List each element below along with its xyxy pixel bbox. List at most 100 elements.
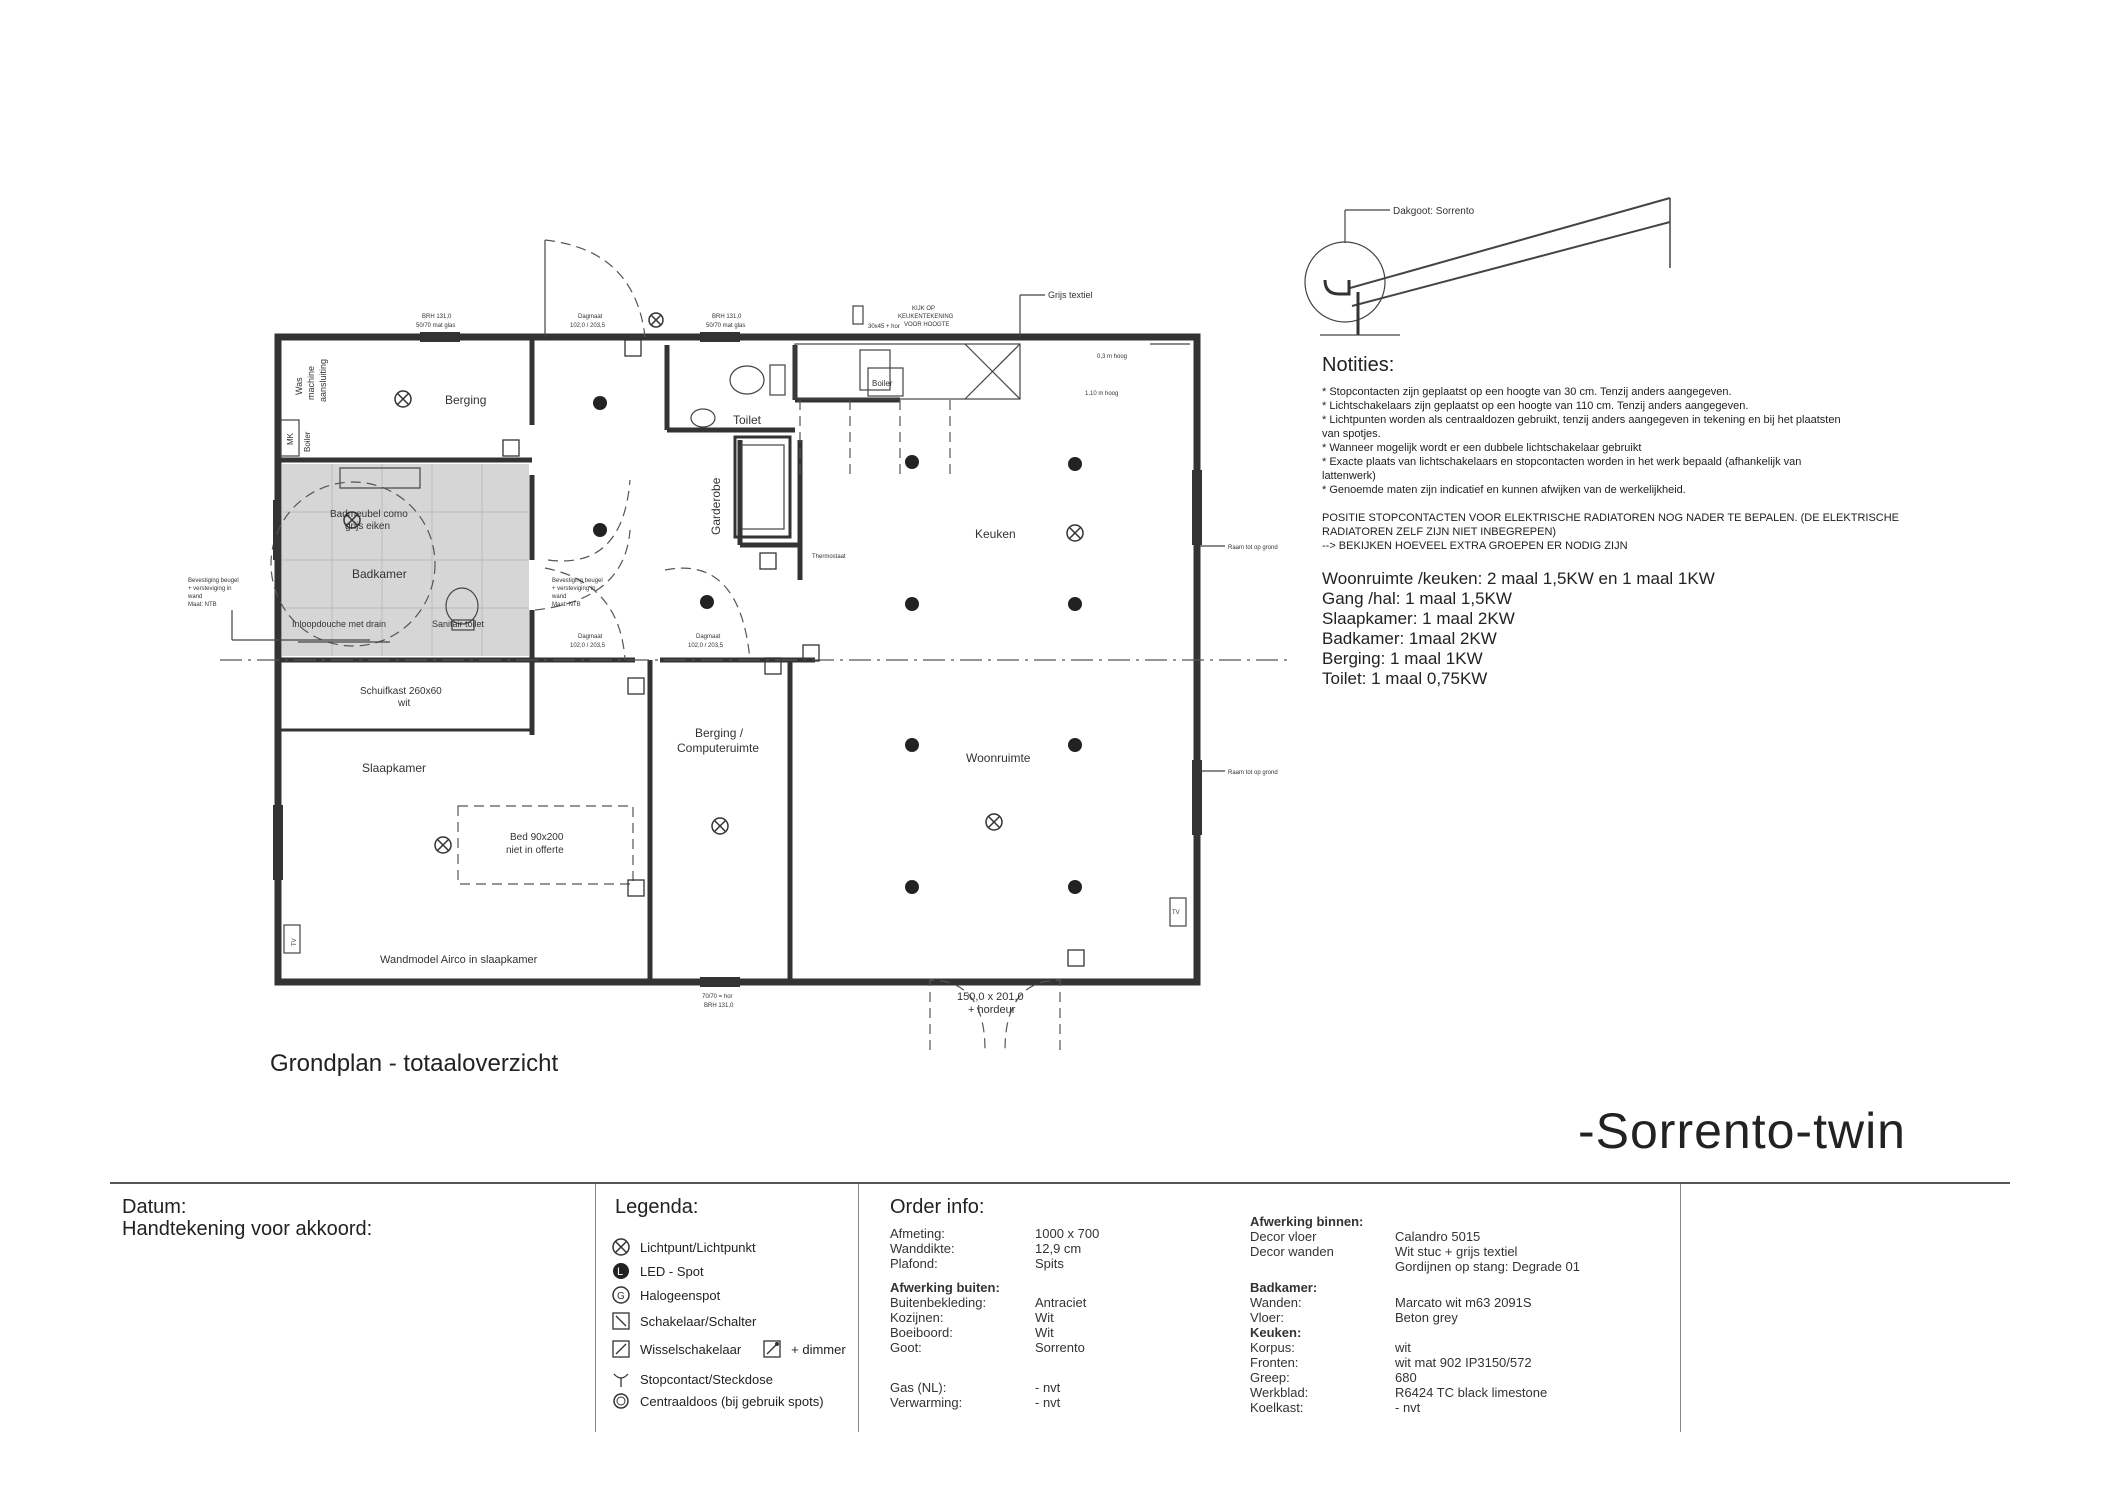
room-badkamer: Badkamer	[352, 567, 407, 581]
power-line: Gang /hal: 1 maal 1,5KW	[1322, 589, 1512, 608]
keuken-label: Fronten:	[1250, 1355, 1299, 1370]
bevestiging-label-1: Bevestiging beugel	[188, 578, 239, 584]
notes-item: * Lichtschakelaars zijn geplaatst op een…	[1322, 400, 1749, 412]
dagmaat-1-size: 102,0 / 203,5	[570, 323, 606, 329]
binnen-value: Gordijnen op stang: Degrade 01	[1395, 1259, 1581, 1274]
keuken-title: Keuken:	[1250, 1325, 1302, 1340]
buiten-label: Boeiboord:	[890, 1325, 953, 1340]
raam-label-2: Raam tot op grond	[1228, 770, 1278, 776]
legend-centraal: Centraaldoos (bij gebruik spots)	[610, 1390, 824, 1412]
bevestiging-label-b4: Maat: NTB	[552, 602, 581, 608]
raam-label-1: Raam tot op grond	[1228, 545, 1278, 551]
notes-title: Notities:	[1322, 354, 1395, 376]
order-row-label: Afmeting:	[890, 1226, 945, 1241]
buiten-title: Afwerking buiten:	[890, 1280, 1000, 1295]
kijk-op-label-1: KIJK OP	[912, 306, 935, 312]
binnen-value: Wit stuc + grijs textiel	[1395, 1244, 1518, 1259]
schuifkast-label-2: wit	[397, 698, 410, 709]
bevestiging-label-b2: + versteviging in	[552, 586, 596, 592]
dimmer-icon	[763, 1340, 781, 1358]
kijk-op-label-2: KEUKENTEKENING	[898, 314, 954, 320]
order-row-label: Plafond:	[890, 1256, 938, 1271]
buiten-label: Goot:	[890, 1340, 922, 1355]
footer-info: Datum: Handtekening voor akkoord: Legend…	[110, 1182, 2010, 1432]
buiten-label: Buitenbekleding:	[890, 1295, 987, 1310]
extra-label: Verwarming:	[890, 1395, 963, 1410]
door-size-label: 150,0 x 201,0	[957, 991, 1024, 1003]
order-title: Order info:	[890, 1196, 985, 1218]
switches	[502, 339, 1085, 967]
room-berging: Berging	[445, 393, 486, 407]
wasmachine-label-3: aansluiting	[318, 359, 328, 402]
svg-text:G: G	[617, 1291, 625, 1302]
boiler-box	[867, 367, 904, 397]
bed-label-2: niet in offerte	[506, 845, 564, 856]
notes-caps: POSITIE STOPCONTACTEN VOOR ELEKTRISCHE R…	[1322, 511, 2002, 553]
badkamer-value: Marcato wit m63 2091S	[1395, 1295, 1532, 1310]
room-berging-computer-2: Computeruimte	[677, 741, 759, 755]
legend-text: Wisselschakelaar	[640, 1341, 742, 1357]
notes-caps-line: --> BEKIJKEN HOEVEEL EXTRA GROEPEN ER NO…	[1322, 540, 1628, 552]
bevestiging-label-3: wand	[187, 594, 202, 600]
room-garderobe: Garderobe	[709, 477, 723, 535]
hoog-110-label: 1,10 m hoog	[1085, 391, 1118, 397]
kitchen-counter	[794, 343, 1190, 400]
legend-lichtpunt: Lichtpunt/Lichtpunkt	[610, 1236, 756, 1258]
notes-item: * Lichtpunten worden als centraaldozen g…	[1322, 414, 1841, 426]
legend-text: LED - Spot	[640, 1263, 704, 1279]
keuken-value: wit	[1395, 1340, 1411, 1355]
badkamer-label: Vloer:	[1250, 1310, 1284, 1325]
extra-value: - nvt	[1035, 1380, 1061, 1395]
buiten-value: Wit	[1035, 1310, 1054, 1325]
door-hordeur-label: + hordeur	[968, 1004, 1016, 1016]
bevestiging-label-4: Maat: NTB	[188, 602, 217, 608]
notes-panel: Notities: * Stopcontacten zijn geplaatst…	[1322, 354, 2002, 689]
mk-label: MK	[286, 432, 295, 445]
keuken-label: Werkblad:	[1250, 1385, 1309, 1400]
binnen-value: Calandro 5015	[1395, 1229, 1481, 1244]
halogeen-icon: G	[612, 1286, 630, 1304]
binnen-label: Decor wanden	[1250, 1244, 1334, 1259]
binnen-title: Afwerking binnen:	[1250, 1214, 1364, 1229]
window-bottom-brh: BRH 131,0	[704, 1003, 734, 1009]
legend-text: Stopcontact/Steckdose	[640, 1371, 773, 1387]
svg-text:L: L	[617, 1266, 623, 1278]
room-woonruimte: Woonruimte	[966, 751, 1031, 765]
schakelaar-icon	[612, 1312, 630, 1330]
inloopdouche-label: Inloopdouche met drain	[292, 619, 386, 629]
order-row-value: 1000 x 700	[1035, 1226, 1100, 1241]
order-row-value: Spits	[1035, 1256, 1064, 1271]
window-brh-top-1: BRH 131,0	[422, 314, 452, 320]
mk-boiler-label: Boiler	[303, 431, 312, 452]
legend-text: Halogeenspot	[640, 1287, 721, 1303]
notes-item: * Exacte plaats van lichtschakelaars en …	[1322, 456, 1802, 468]
keuken-value: - nvt	[1395, 1400, 1421, 1415]
thermostaat-label: Thermostaat	[812, 554, 846, 560]
room-keuken: Keuken	[975, 527, 1016, 541]
order-row-label: Wanddikte:	[890, 1241, 955, 1256]
doors	[534, 239, 1061, 1051]
buiten-value: Antraciet	[1035, 1295, 1087, 1310]
badmeubel-label-2: grijs eiken	[345, 521, 390, 532]
notes-power: Woonruimte /keuken: 2 maal 1,5KW en 1 ma…	[1322, 569, 2002, 689]
binnen-label: Decor vloer	[1250, 1229, 1317, 1244]
power-line: Berging: 1 maal 1KW	[1322, 649, 1483, 668]
legend-schakelaar: Schakelaar/Schalter	[610, 1310, 756, 1332]
legend-text: Lichtpunt/Lichtpunkt	[640, 1239, 756, 1255]
power-line: Toilet: 1 maal 0,75KW	[1322, 669, 1488, 688]
power-line: Woonruimte /keuken: 2 maal 1,5KW en 1 ma…	[1322, 569, 1715, 588]
keuken-label: Greep:	[1250, 1370, 1290, 1385]
grijs-textiel-label: Grijs textiel	[1048, 290, 1093, 300]
tv-label-1: TV	[292, 938, 298, 946]
badkamer-title: Badkamer:	[1250, 1280, 1318, 1295]
badmeubel-label: Badmeubel como	[330, 509, 408, 520]
interior-walls	[276, 337, 900, 980]
window-brh-top-2: BRH 131,0	[712, 314, 742, 320]
keuken-label: Koelkast:	[1250, 1400, 1304, 1415]
lichtpunt-icon	[612, 1238, 630, 1256]
keuken-value: R6424 TC black limestone	[1395, 1385, 1548, 1400]
notes-item: * Stopcontacten zijn geplaatst op een ho…	[1322, 386, 1732, 398]
buiten-value: Wit	[1035, 1325, 1054, 1340]
wasmachine-label-1: Was	[294, 377, 304, 395]
